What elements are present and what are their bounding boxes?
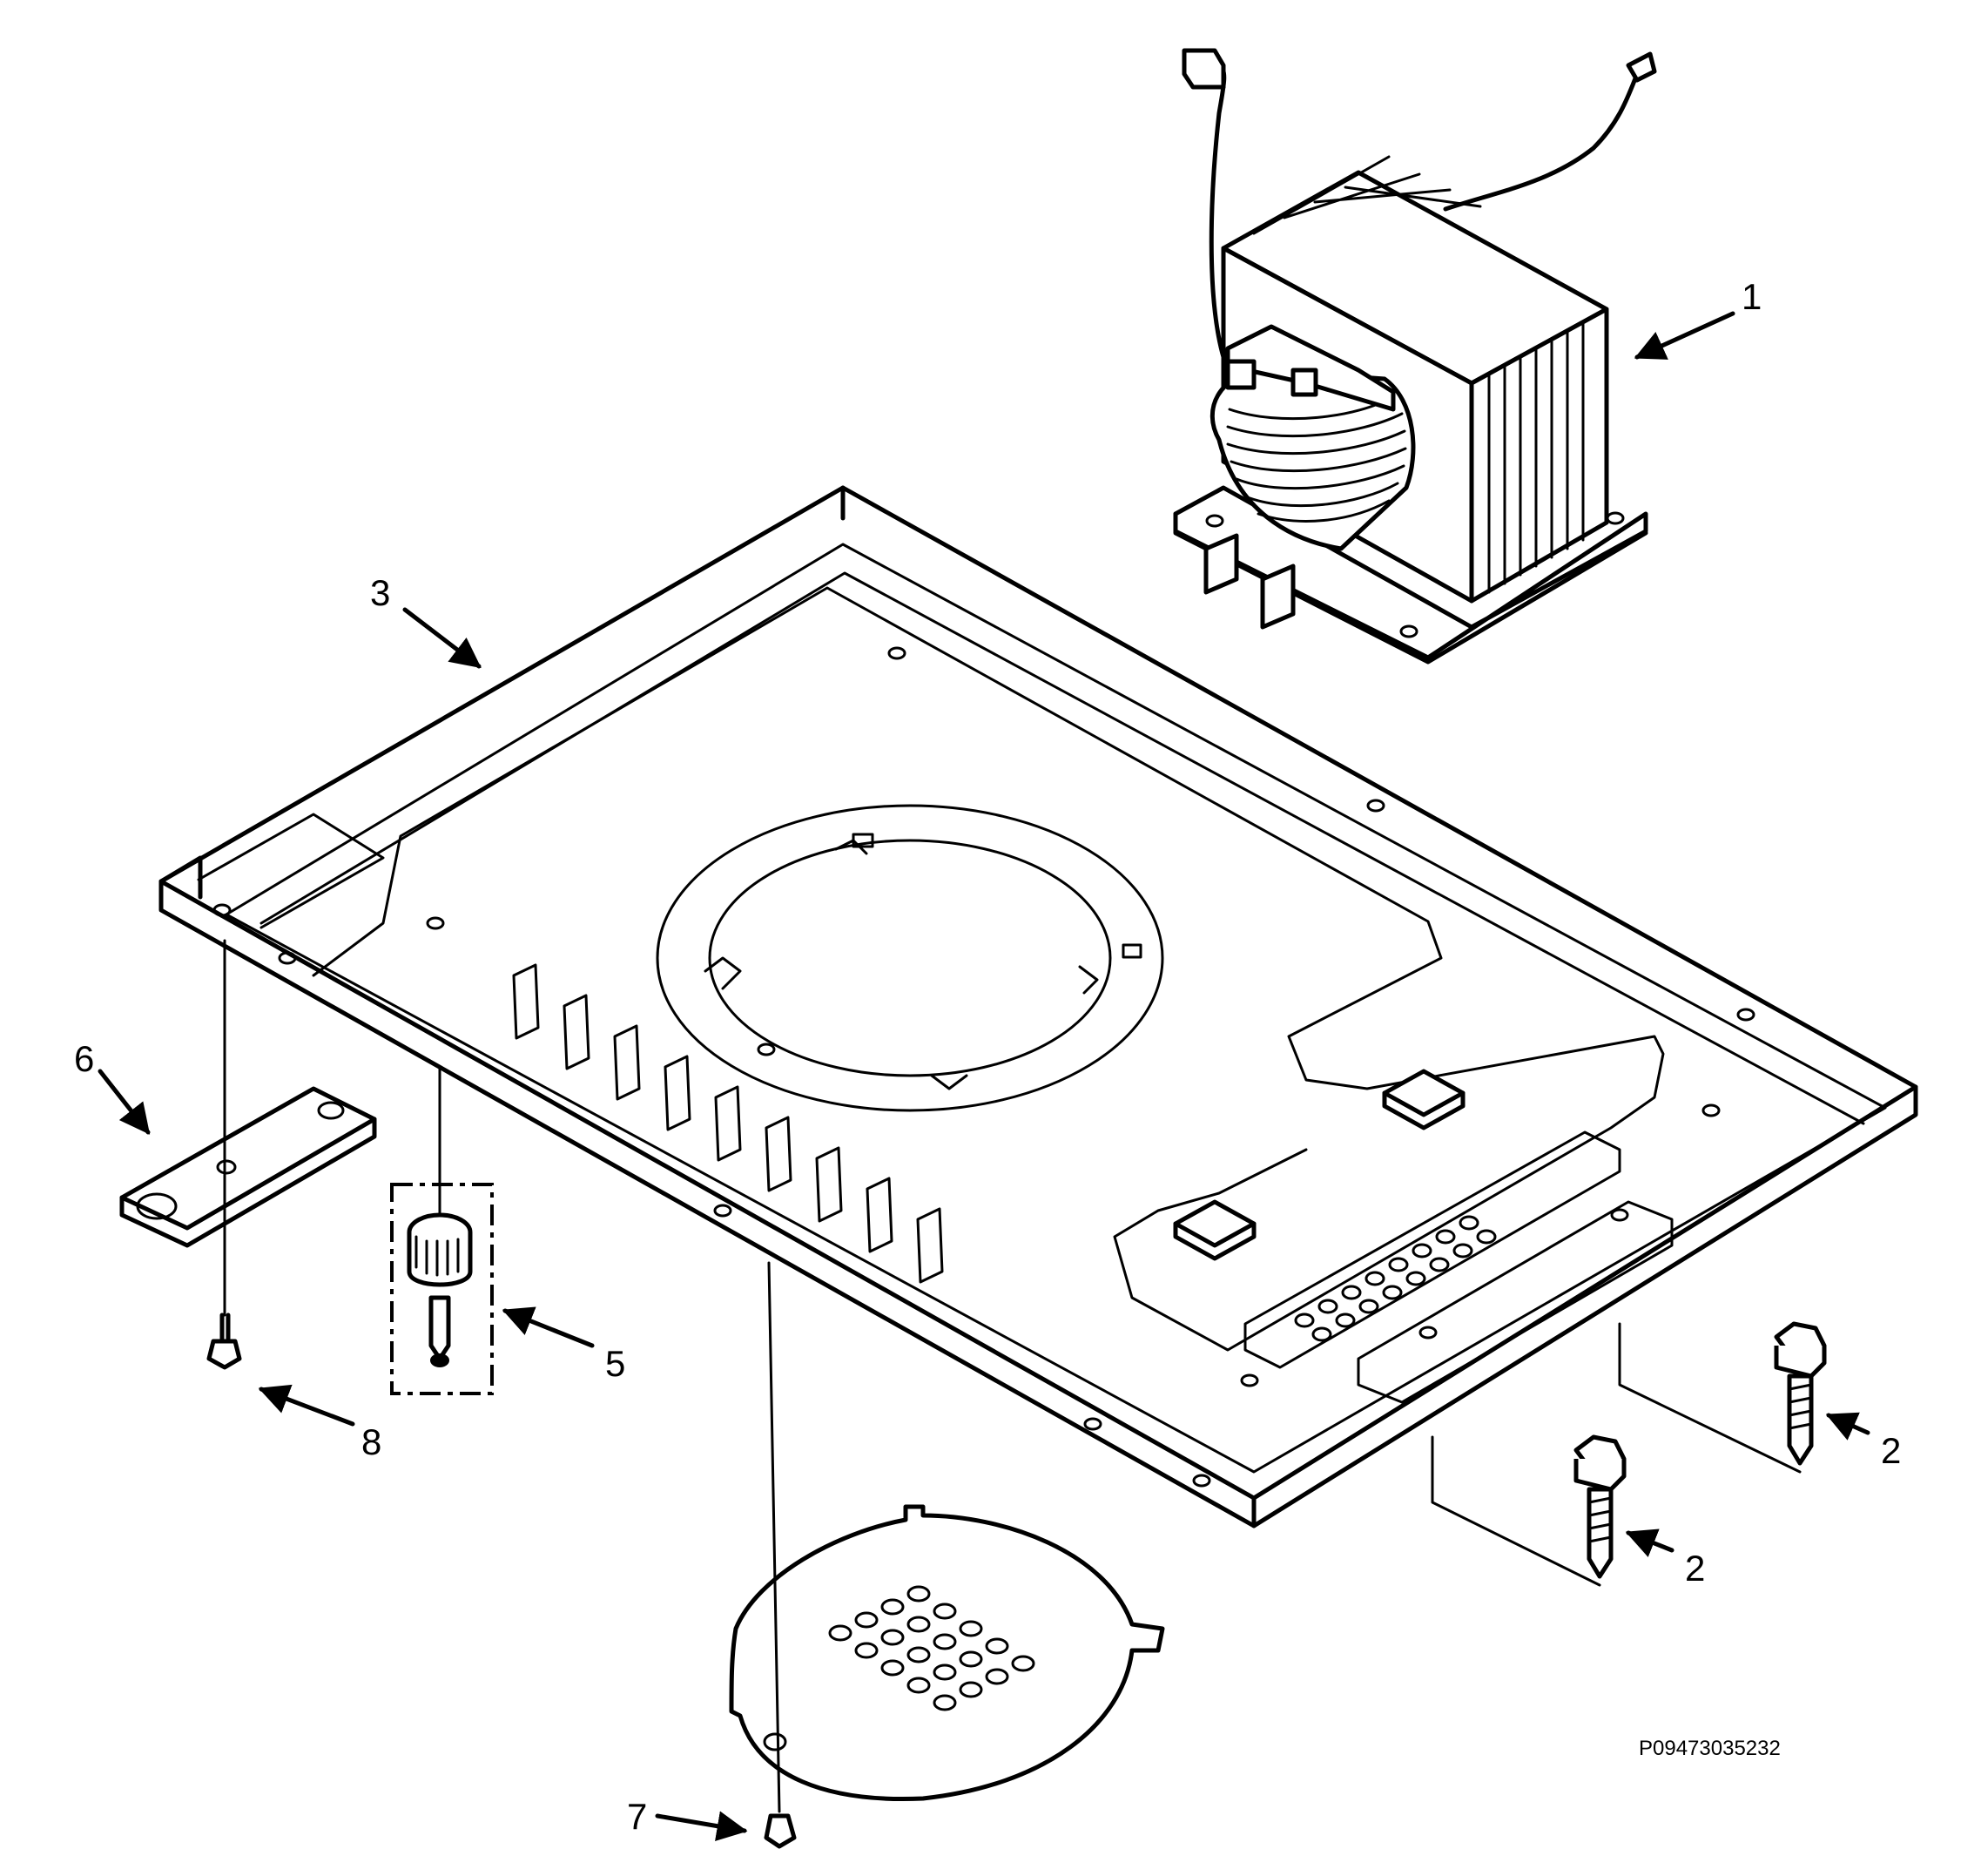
callout-2a: 2 xyxy=(1881,1430,1901,1471)
shield-holes xyxy=(828,1585,1035,1711)
callout-1: 1 xyxy=(1742,276,1762,317)
drawing-code: P09473035232 xyxy=(1639,1737,1781,1760)
callout-7: 7 xyxy=(627,1796,647,1837)
screw-7 xyxy=(764,1261,797,1849)
shield-plate xyxy=(729,1504,1165,1802)
callout-6: 6 xyxy=(74,1038,94,1079)
vent-slots xyxy=(512,963,944,1284)
callout-2b: 2 xyxy=(1685,1548,1705,1589)
transformer xyxy=(1173,48,1657,665)
vent-holes xyxy=(1294,1215,1497,1342)
screw-8 xyxy=(206,939,242,1370)
callout-8: 8 xyxy=(361,1421,381,1462)
callout-arrows xyxy=(98,311,1870,1841)
base-plate xyxy=(158,485,1918,1528)
callout-5: 5 xyxy=(605,1343,625,1384)
bracket-strip xyxy=(119,1086,377,1248)
hex-bolt-b xyxy=(1573,1434,1627,1579)
hex-bolt-a xyxy=(1774,1321,1827,1466)
callout-labels: 1 3 6 5 8 7 2 2 P09473035232 xyxy=(74,276,1901,1837)
callout-3: 3 xyxy=(370,572,390,613)
foot-assembly xyxy=(390,1065,494,1395)
